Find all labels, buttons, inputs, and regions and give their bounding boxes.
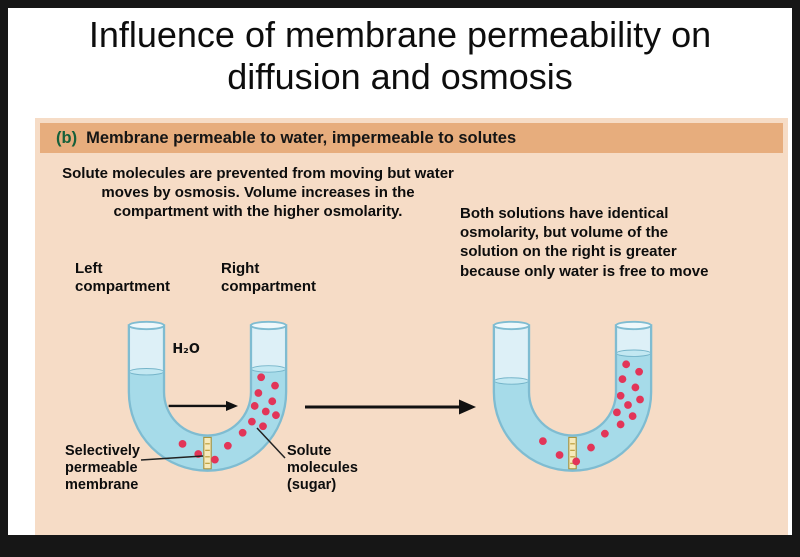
solute-molecules <box>178 373 280 464</box>
membrane-label: Selectively permeable membrane <box>65 443 140 494</box>
solute-molecules <box>539 360 644 466</box>
water-meniscus-left <box>493 377 530 385</box>
tube-outline <box>492 324 653 472</box>
water-meniscus-left <box>128 368 165 376</box>
tube-rim-right <box>250 320 288 331</box>
panel-b: (b) Membrane permeable to water, imperme… <box>35 118 788 535</box>
right-compartment-label: Right compartment <box>221 260 317 295</box>
h2o-label: H₂O <box>172 342 200 357</box>
tube-rim-left <box>127 320 165 331</box>
page-background: Influence of membrane permeability on di… <box>8 8 792 535</box>
water-flow-arrow <box>168 400 239 412</box>
transition-arrow <box>305 399 476 415</box>
u-tube-final <box>492 320 653 472</box>
panel-header-title: Membrane permeable to water, impermeable… <box>86 128 517 147</box>
caption-osmosis-description: Solute molecules are prevented from movi… <box>62 165 454 221</box>
tube-rim-right <box>615 320 653 331</box>
water-meniscus-right <box>615 349 652 357</box>
membrane-graphic <box>203 436 212 470</box>
tube-rim-left <box>492 320 530 331</box>
solute-label: Solute molecules (sugar) <box>287 443 358 494</box>
panel-index-label: (b) <box>56 128 78 147</box>
left-compartment-label: Left compartment <box>75 260 171 295</box>
water-meniscus-right <box>250 365 287 373</box>
panel-b-header: (b) Membrane permeable to water, imperme… <box>40 123 783 153</box>
tube-outline <box>127 324 288 472</box>
membrane-graphic <box>568 436 577 470</box>
figure-title: Influence of membrane permeability on di… <box>88 14 712 98</box>
caption-result-description: Both solutions have identical osmolarity… <box>460 205 709 280</box>
